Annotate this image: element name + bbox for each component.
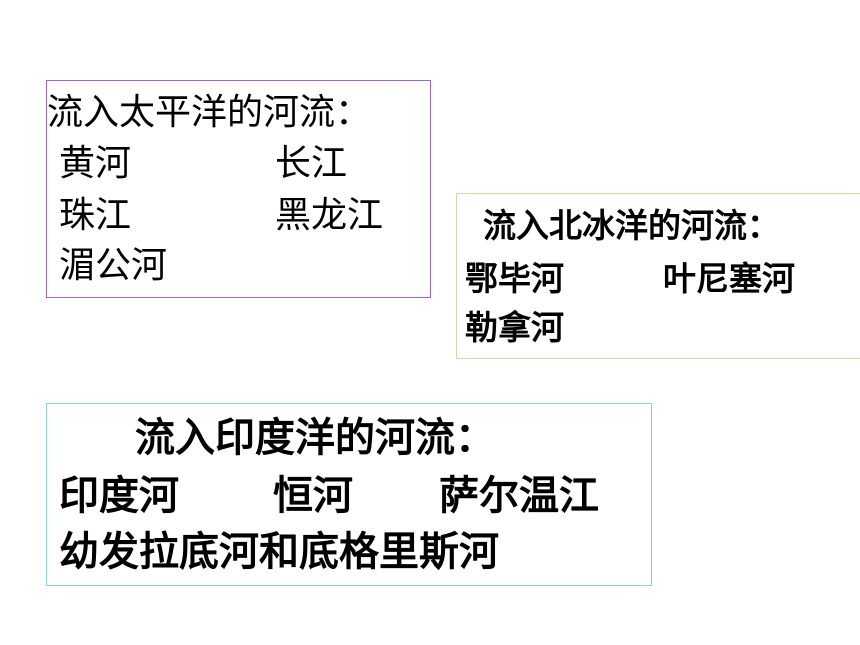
pacific-rivers-box: 流入太平洋的河流： 黄河 长江 珠江 黑龙江 湄公河 — [46, 80, 431, 298]
river-salween: 萨尔温江 — [439, 473, 599, 519]
arctic-rivers-box: 流入北冰洋的河流： 鄂毕河 叶尼塞河 勒拿河 — [456, 193, 860, 359]
river-huanghe: 黄河 — [59, 143, 132, 184]
river-yenisei: 叶尼塞河 — [663, 259, 795, 298]
indian-rivers-box: 流入印度洋的河流： 印度河 恒河 萨尔温江 幼发拉底河和底格里斯河 — [46, 403, 652, 586]
river-changjiang: 长江 — [275, 143, 348, 184]
river-heilongjiang: 黑龙江 — [275, 195, 384, 236]
pacific-heading: 流入太平洋的河流： — [47, 92, 372, 133]
river-euphrates-tigris: 幼发拉底河和底格里斯河 — [59, 529, 499, 575]
river-lena: 勒拿河 — [465, 308, 564, 347]
indian-heading: 流入印度洋的河流： — [135, 415, 495, 461]
river-zhujiang: 珠江 — [59, 195, 132, 236]
river-ob: 鄂毕河 — [465, 259, 564, 298]
river-indus: 印度河 — [59, 473, 179, 519]
arctic-heading: 流入北冰洋的河流： — [483, 206, 780, 245]
river-ganges: 恒河 — [273, 473, 353, 519]
river-mekong: 湄公河 — [59, 245, 168, 286]
